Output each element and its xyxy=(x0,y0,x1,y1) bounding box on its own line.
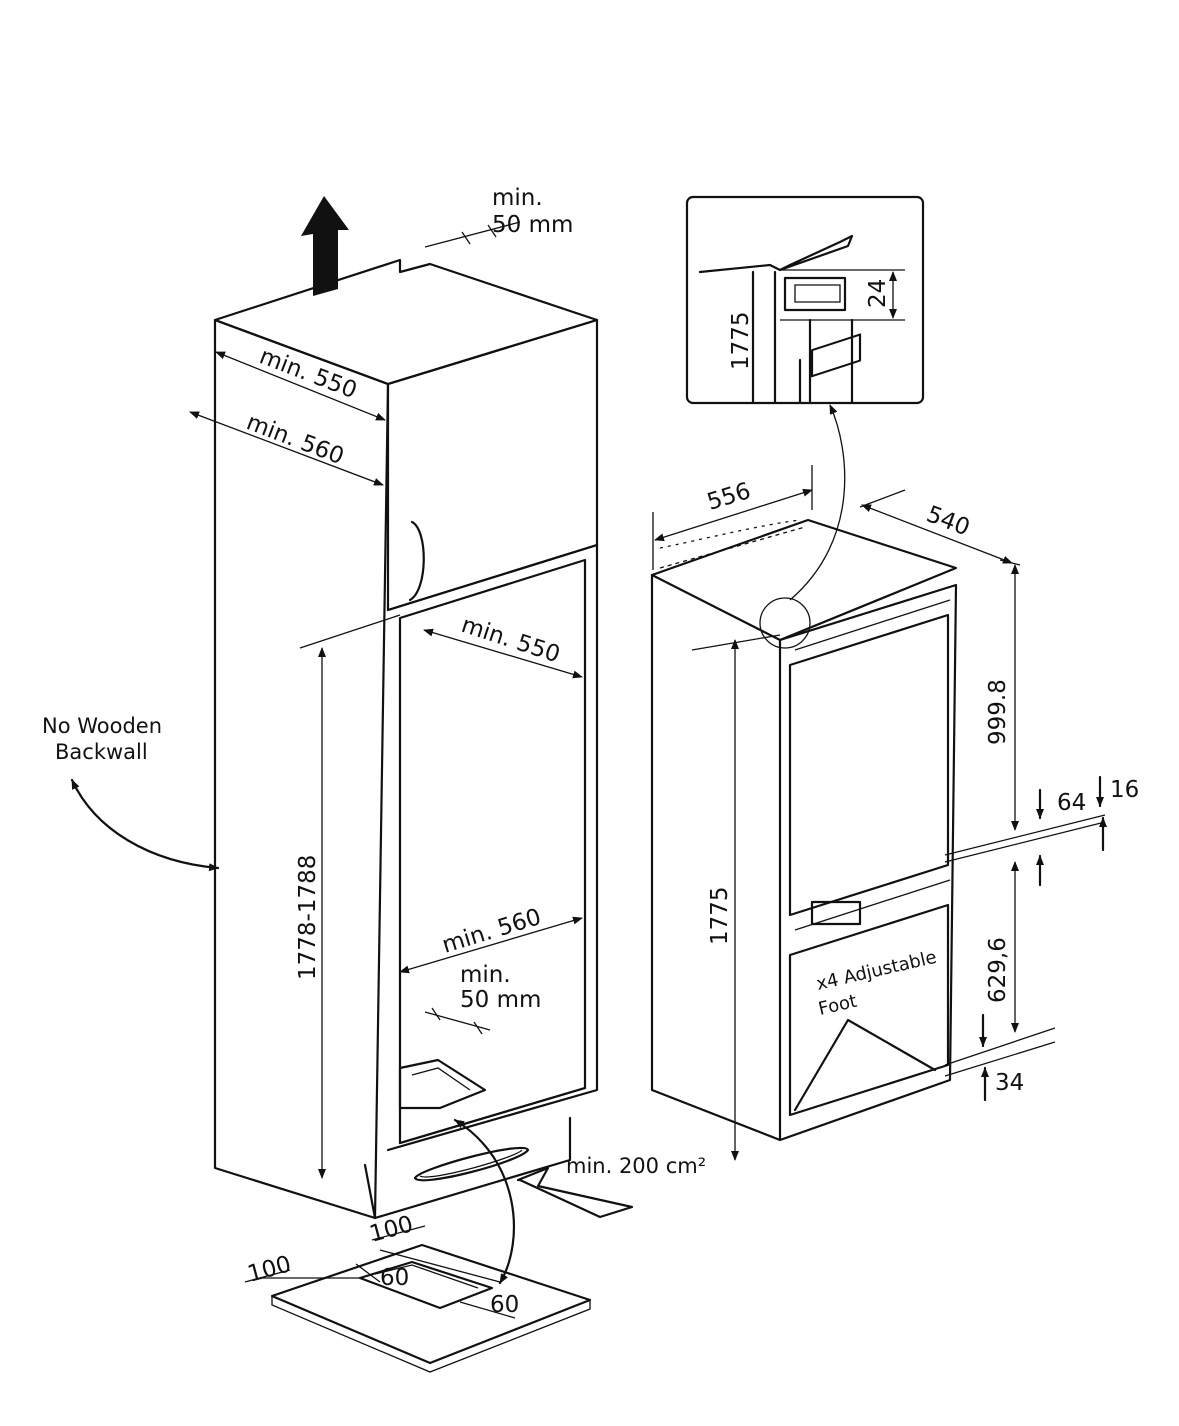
inner-depth-560-label: min. 560 xyxy=(439,904,544,959)
airflow-curved-arrow xyxy=(453,1118,515,1285)
detail-bracket xyxy=(783,276,847,312)
depth-560-label: min. 560 xyxy=(243,409,347,470)
niche-height-label: 1778-1788 xyxy=(295,855,321,980)
appliance-height-dim: 1775 xyxy=(691,634,781,1161)
appliance-top xyxy=(650,518,958,642)
detail-inset: 24 1775 xyxy=(685,195,925,405)
backwall-pointer-arrow xyxy=(70,778,220,872)
freezer-door xyxy=(788,903,950,1117)
feet-note: x4 Adjustable Foot xyxy=(814,947,938,1020)
floor-vent-hole xyxy=(398,1058,487,1110)
appliance-side xyxy=(650,573,782,1142)
top-clearance-dim: min. 50 mm xyxy=(424,185,573,248)
top-clearance-unit: 50 mm xyxy=(492,212,573,238)
bottom-clearance-dim: min. 50 mm xyxy=(424,962,541,1035)
mid-hinge xyxy=(810,900,862,926)
feet-note-line2: Foot xyxy=(816,991,859,1020)
top-clearance-label: min. xyxy=(492,185,543,211)
plinth-cutout xyxy=(358,1260,494,1310)
detail-callout-circle xyxy=(759,597,811,649)
foot-triangle xyxy=(793,1018,937,1112)
tall-cabinet xyxy=(213,258,599,1220)
airflow-up-arrow xyxy=(301,196,349,296)
top-hinge xyxy=(810,333,862,378)
lower-section-label: 629,6 xyxy=(985,937,1011,1003)
no-backwall-line1: No Wooden xyxy=(42,714,162,738)
width-label: 556 xyxy=(704,478,754,516)
cabinet-depth-dims: min. 550 min. 560 xyxy=(189,343,386,486)
inner-depth-550-label: min. 550 xyxy=(458,612,563,668)
appliance-front xyxy=(778,583,958,1142)
appliance-width-dim: 556 xyxy=(652,465,813,570)
plinth-plan: 100 100 60 60 xyxy=(245,1211,592,1373)
detail-callout-arrow xyxy=(789,404,846,601)
depth-label: 540 xyxy=(923,501,973,541)
vent-area-callout: min. 200 cm² xyxy=(516,1154,706,1219)
plinth-cut-b: 60 xyxy=(490,1292,519,1318)
plinth-grille xyxy=(413,1146,530,1182)
plinth-offset-side: 100 xyxy=(245,1251,294,1287)
no-backwall-note: No Wooden Backwall xyxy=(42,714,220,872)
door-handle xyxy=(408,520,425,602)
detail-bracket-label: 24 xyxy=(865,279,891,308)
lower-section-dim: 629,6 34 xyxy=(944,861,1056,1102)
cabinet-plinth xyxy=(363,1116,572,1220)
feet-note-line1: x4 Adjustable xyxy=(814,947,938,995)
height-label: 1775 xyxy=(707,886,733,945)
gap-64-label: 64 xyxy=(1057,790,1086,816)
vent-area-label: min. 200 cm² xyxy=(566,1154,706,1178)
bottom-clearance-label: min. xyxy=(460,962,511,988)
fridge-door xyxy=(788,613,950,917)
gap-16-label: 16 xyxy=(1110,777,1139,803)
fridge-freezer xyxy=(650,333,958,1142)
upper-section-label: 999.8 xyxy=(985,679,1011,745)
detail-height-label: 1775 xyxy=(728,311,754,370)
niche-height-dim: 1778-1788 xyxy=(295,614,401,1179)
plinth-cut-a: 60 xyxy=(380,1265,409,1291)
no-backwall-line2: Backwall xyxy=(55,740,148,764)
upper-section-dim: 999.8 xyxy=(944,564,1106,863)
foot-34-label: 34 xyxy=(995,1070,1024,1096)
appliance-depth-dim: 540 xyxy=(859,489,1021,566)
niche-depth-dims: min. 550 min. 560 xyxy=(399,612,583,974)
bottom-clearance-unit: 50 mm xyxy=(460,987,541,1013)
gap-dims: 64 16 xyxy=(1036,775,1139,887)
detail-frame xyxy=(685,195,925,405)
